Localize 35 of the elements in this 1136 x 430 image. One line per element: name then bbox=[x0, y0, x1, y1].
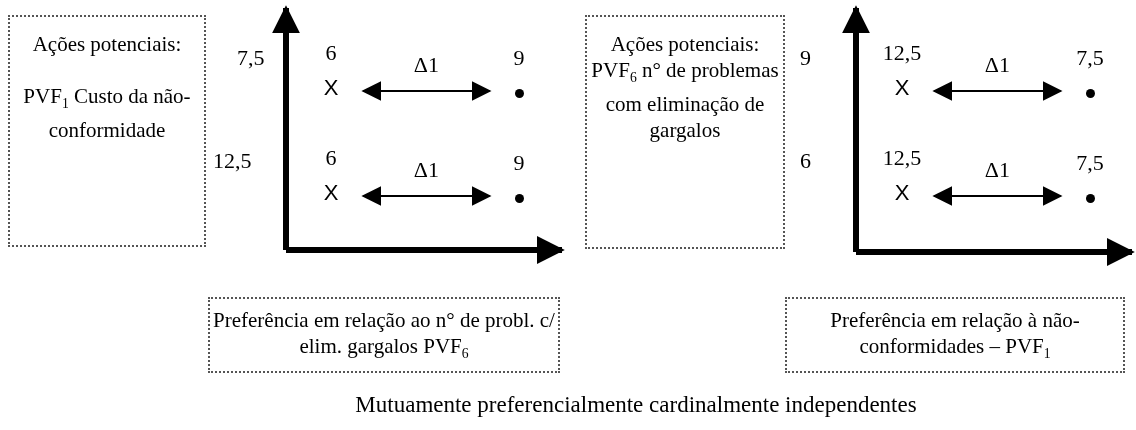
box-text: Preferência em relação à não-conformidades – PVF$_{1}$ bbox=[829, 307, 1081, 364]
double-arrow bbox=[932, 81, 1063, 101]
box-heading: Ações potenciais: bbox=[610, 31, 760, 57]
point-value: 12,5 bbox=[882, 40, 922, 66]
point-value: 6 bbox=[325, 40, 337, 66]
box-text: PVF$_{6}$ n° de problemas com eliminação de gargalos bbox=[590, 57, 780, 144]
point-value: 7,5 bbox=[1076, 150, 1104, 176]
dot-marker bbox=[514, 193, 524, 203]
axis-value: 6 bbox=[800, 148, 811, 174]
point-value: 7,5 bbox=[1076, 45, 1104, 71]
dotted-text-box bbox=[585, 15, 785, 249]
box-text: Preferência em relação ao n° de probl. c/ elim. gargalos PVF$_{6}$ bbox=[212, 307, 556, 364]
x-marker: X bbox=[323, 77, 339, 99]
axis-value: 12,5 bbox=[213, 148, 252, 174]
dotted-text-box bbox=[208, 297, 560, 373]
double-arrow bbox=[361, 186, 492, 206]
box-text: PVF$_{1}$ Custo da não-conformidade bbox=[22, 83, 192, 144]
double-arrow bbox=[932, 186, 1063, 206]
point-value: 12,5 bbox=[882, 145, 922, 171]
box-heading: Ações potenciais: bbox=[32, 31, 182, 57]
x-marker: X bbox=[894, 182, 910, 204]
dot-marker bbox=[1085, 193, 1095, 203]
dotted-text-box bbox=[785, 297, 1125, 373]
point-value: 9 bbox=[513, 150, 525, 176]
x-marker: X bbox=[323, 182, 339, 204]
axis-value: 9 bbox=[800, 45, 811, 71]
x-marker: X bbox=[894, 77, 910, 99]
dot-marker bbox=[1085, 88, 1095, 98]
double-arrow bbox=[361, 81, 492, 101]
caption: Mutuamente preferencialmente cardinalmente independentes bbox=[355, 392, 917, 418]
dot-marker bbox=[514, 88, 524, 98]
axis-value: 7,5 bbox=[237, 45, 265, 71]
point-value: 6 bbox=[325, 145, 337, 171]
point-value: 9 bbox=[513, 45, 525, 71]
dotted-text-box bbox=[8, 15, 206, 247]
